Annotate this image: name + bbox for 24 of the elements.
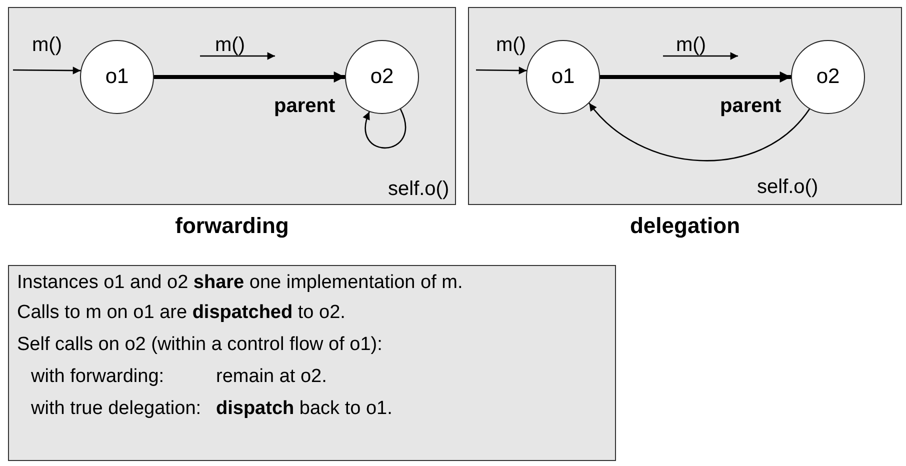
arrow (154, 71, 345, 83)
edge-label: m() (496, 34, 526, 57)
note-text: Instances o1 and o2 share one implementation of m. (17, 272, 463, 294)
note-text: remain at o2. (216, 366, 327, 388)
edge-label: m() (32, 34, 62, 57)
arrow (476, 66, 527, 74)
note-text: Calls to m on o1 are dispatched to o2. (17, 302, 346, 324)
arrow (363, 108, 406, 149)
note-text: dispatch back to o1. (216, 398, 392, 420)
edge-label: self.o() (757, 176, 818, 199)
note-text: Self calls on o2 (within a control flow of o1): (17, 334, 382, 356)
note-text: with true delegation: (31, 398, 202, 420)
edge-label: parent (720, 95, 782, 118)
message-label: m() (215, 34, 245, 57)
arrow (13, 66, 81, 74)
edge-label: self.o() (388, 178, 450, 201)
arrow (600, 71, 791, 83)
note-text: with forwarding: (31, 366, 164, 388)
arrow (588, 102, 810, 162)
panel-title: delegation (630, 213, 740, 239)
edge-label: parent (274, 95, 336, 118)
message-label: m() (676, 34, 706, 57)
panel-title: forwarding (175, 213, 289, 239)
note-box (8, 265, 616, 461)
